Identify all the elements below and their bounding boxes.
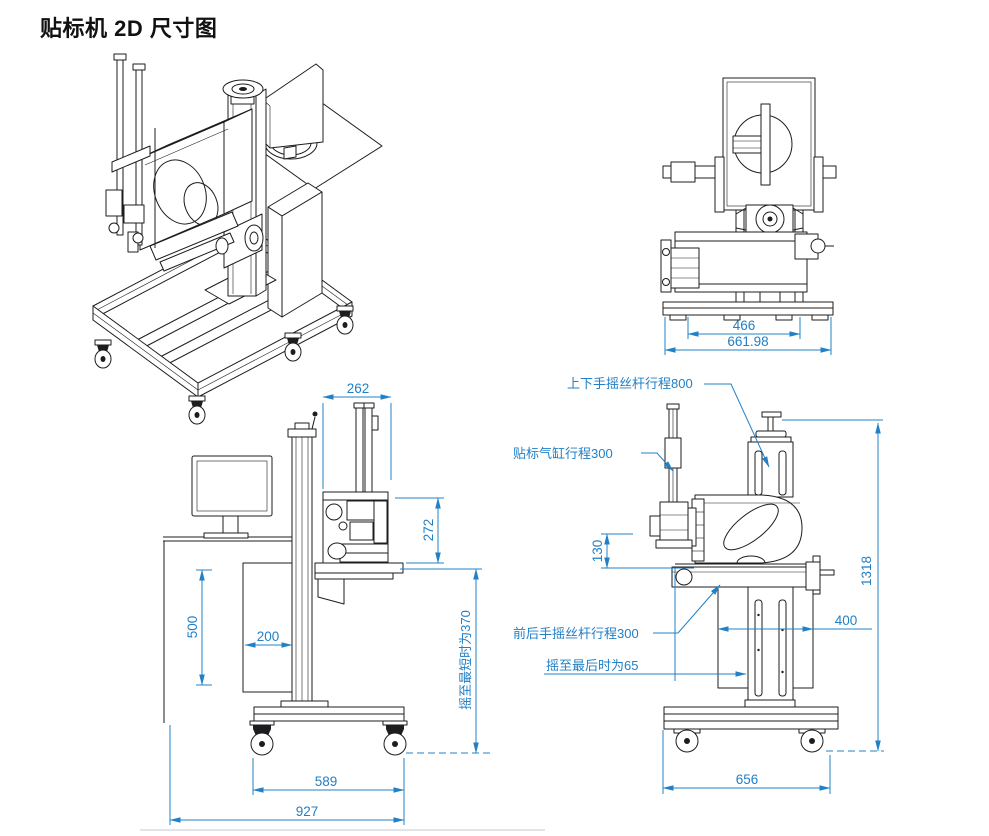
annotation-label: 前后手摇丝杆行程300 <box>513 626 639 641</box>
caster-icon <box>249 720 275 756</box>
caster-icon <box>94 339 112 369</box>
caster-icon <box>188 395 206 425</box>
dim-label: 1318 <box>859 556 874 586</box>
dim-label: 262 <box>347 381 370 396</box>
dim-head-width: 262 <box>322 381 392 489</box>
dim-front-overall-width: 661.98 <box>664 317 832 355</box>
dim-label: 927 <box>296 804 319 819</box>
front-view: 466 661.98 <box>660 77 837 355</box>
dim-label: 466 <box>733 318 756 333</box>
dim-label: 500 <box>185 616 200 639</box>
dim-head-height: 272 <box>395 497 444 564</box>
dim-label: 400 <box>835 613 858 628</box>
iso-view <box>92 53 383 425</box>
caster-icon <box>382 720 408 756</box>
caster-icon <box>284 332 302 362</box>
dim-label: 摇至最短时为370 <box>458 610 473 710</box>
annotation-cylinder-travel: 贴标气缸行程300 <box>513 446 674 472</box>
dim-label: 272 <box>421 519 436 542</box>
dim-cabinet-width: 200 <box>244 629 293 648</box>
annotation-rear-crank-note: 摇至最后时为65 <box>544 568 747 681</box>
dim-label: 130 <box>590 540 605 563</box>
annotation-vertical-screw-travel: 上下手摇丝杆行程800 <box>567 376 770 468</box>
side-view: 262 272 500 200 摇至最短时为 <box>140 381 545 831</box>
dim-front-foot-span: 466 <box>687 317 801 339</box>
caster-icon <box>336 305 354 335</box>
dim-label: 656 <box>736 772 759 787</box>
dim-label: 661.98 <box>727 334 768 349</box>
annotation-label: 摇至最后时为65 <box>546 658 638 673</box>
annotation-label: 上下手摇丝杆行程800 <box>567 376 693 391</box>
dim-plate-width: 400 <box>717 613 872 632</box>
dim-label: 589 <box>315 774 338 789</box>
annotation-label: 贴标气缸行程300 <box>513 446 613 461</box>
rear-view: 130 400 1318 656 上下手摇丝杆行程800 <box>513 376 884 794</box>
dim-caster-span: 589 <box>252 758 405 825</box>
dim-min-crank-note: 摇至最短时为370 <box>400 568 490 754</box>
dim-head-drop: 130 <box>590 533 694 569</box>
dim-base-width: 656 <box>662 730 831 794</box>
caster-icon <box>798 728 826 753</box>
caster-icon <box>673 728 701 753</box>
annotation-horizontal-screw-travel: 前后手摇丝杆行程300 <box>513 584 721 641</box>
dim-overall-width: 927 <box>169 725 405 825</box>
dim-label: 200 <box>257 629 280 644</box>
dim-cabinet-height: 500 <box>185 569 212 686</box>
dim-overall-height: 1318 <box>782 419 884 752</box>
page-title: 贴标机 2D 尺寸图 <box>40 16 218 41</box>
